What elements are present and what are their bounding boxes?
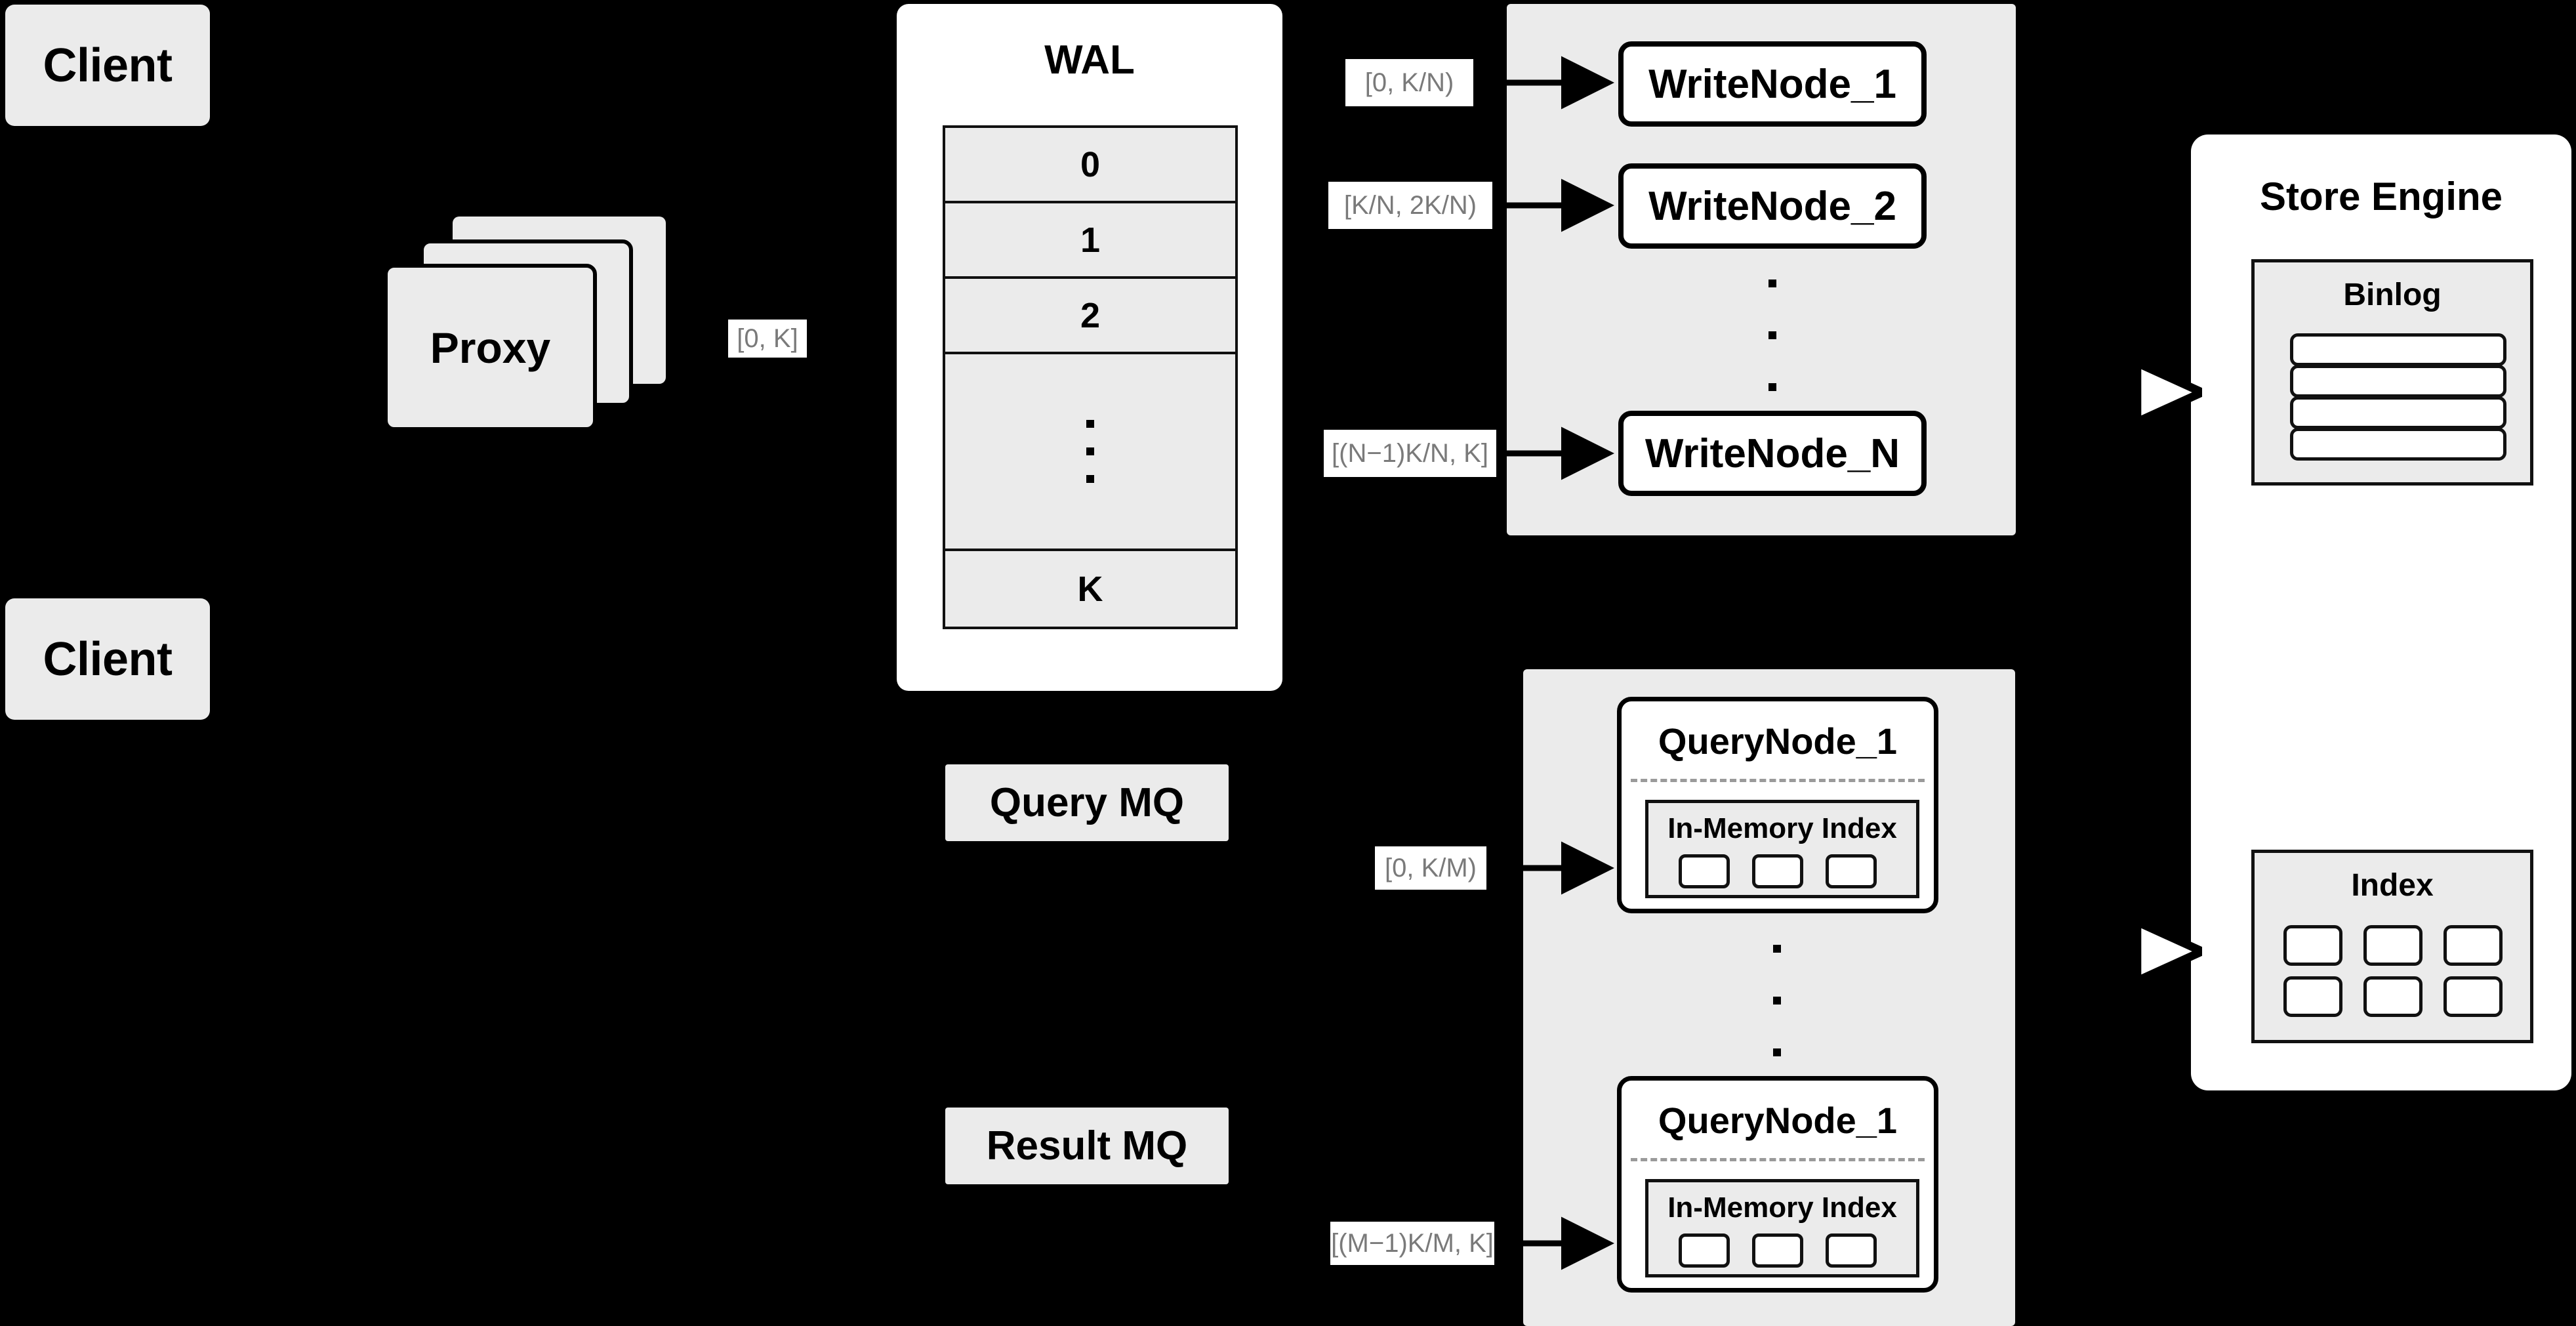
write-node-n[interactable]: WriteNode_N bbox=[1618, 411, 1927, 496]
index-cell bbox=[2363, 976, 2423, 1017]
query-mq-label: Query MQ bbox=[989, 780, 1185, 825]
index-cell bbox=[1752, 1233, 1803, 1268]
wal-row-label: 2 bbox=[1080, 295, 1101, 335]
range-label-write-n: [(N−1)K/N, K] bbox=[1324, 430, 1496, 477]
index-cell bbox=[2443, 976, 2503, 1017]
binlog-panel: Binlog bbox=[2251, 259, 2533, 486]
ellipsis-dot-icon bbox=[1773, 997, 1781, 1005]
write-node-cluster: WriteNode_1 WriteNode_2 WriteNode_N bbox=[1507, 4, 2016, 535]
in-memory-index-title: In-Memory Index bbox=[1667, 812, 1897, 844]
range-label-text: [0, K/M) bbox=[1384, 853, 1477, 882]
ellipsis-dot-icon bbox=[1086, 475, 1094, 483]
wal-panel: WAL 0 1 2 K bbox=[897, 4, 1282, 691]
index-cell bbox=[2443, 925, 2503, 966]
query-node-2[interactable]: QueryNode_1 In-Memory Index bbox=[1617, 1076, 1938, 1293]
in-memory-index-2: In-Memory Index bbox=[1645, 1179, 1919, 1277]
wal-row-label: K bbox=[1077, 569, 1103, 609]
wal-row: 0 bbox=[945, 128, 1235, 203]
index-cell bbox=[1752, 854, 1803, 888]
in-memory-index-1: In-Memory Index bbox=[1645, 800, 1919, 898]
write-node-label: WriteNode_N bbox=[1645, 430, 1900, 476]
index-cell bbox=[1826, 854, 1877, 888]
range-label-text: [0, K/N) bbox=[1364, 68, 1454, 97]
index-cell bbox=[1826, 1233, 1877, 1268]
binlog-row bbox=[2290, 396, 2506, 429]
query-node-separator bbox=[1631, 1158, 1925, 1161]
wal-row: K bbox=[945, 551, 1235, 627]
ellipsis-dot-icon bbox=[1768, 331, 1776, 339]
client-box-2[interactable]: Client bbox=[5, 598, 210, 720]
result-mq-box[interactable]: Result MQ bbox=[945, 1108, 1229, 1184]
query-node-separator bbox=[1631, 779, 1925, 782]
ellipsis-dot-icon bbox=[1773, 1048, 1781, 1056]
write-node-2[interactable]: WriteNode_2 bbox=[1618, 163, 1927, 249]
range-label-text: [(M−1)K/M, K] bbox=[1331, 1228, 1494, 1258]
range-label-query-1: [0, K/M) bbox=[1375, 846, 1486, 890]
write-node-label: WriteNode_1 bbox=[1648, 61, 1896, 107]
query-mq-box[interactable]: Query MQ bbox=[945, 764, 1229, 841]
ellipsis-dot-icon bbox=[1773, 945, 1781, 953]
write-node-label: WriteNode_2 bbox=[1648, 183, 1896, 229]
proxy-box[interactable]: Proxy bbox=[384, 264, 597, 431]
range-label-text: [(N−1)K/N, K] bbox=[1332, 438, 1488, 468]
ellipsis-dot-icon bbox=[1768, 280, 1776, 287]
proxy-label: Proxy bbox=[430, 323, 551, 372]
write-cluster-ellipsis bbox=[1749, 280, 1795, 391]
binlog-row bbox=[2290, 333, 2506, 366]
range-label-query-m: [(M−1)K/M, K] bbox=[1330, 1222, 1494, 1265]
index-panel: Index bbox=[2251, 850, 2533, 1043]
binlog-row bbox=[2290, 428, 2506, 461]
binlog-row bbox=[2290, 365, 2506, 398]
index-cell bbox=[2283, 976, 2342, 1017]
client-label: Client bbox=[43, 632, 173, 686]
ellipsis-dot-icon bbox=[1086, 447, 1094, 455]
wal-ellipsis-row bbox=[945, 354, 1235, 551]
index-cell bbox=[1679, 1233, 1730, 1268]
wal-row: 1 bbox=[945, 203, 1235, 279]
range-label-write-1: [0, K/N) bbox=[1345, 59, 1473, 106]
client-label: Client bbox=[43, 39, 173, 92]
index-cell bbox=[1679, 854, 1730, 888]
wal-table: 0 1 2 K bbox=[943, 125, 1238, 629]
index-title: Index bbox=[2351, 868, 2434, 903]
index-cell bbox=[2363, 925, 2423, 966]
query-node-title: QueryNode_1 bbox=[1658, 720, 1898, 762]
wal-title: WAL bbox=[1044, 37, 1135, 83]
result-mq-label: Result MQ bbox=[986, 1123, 1188, 1169]
index-cell bbox=[2283, 925, 2342, 966]
query-cluster-ellipsis bbox=[1754, 945, 1800, 1056]
wal-row-label: 1 bbox=[1080, 220, 1101, 260]
write-node-1[interactable]: WriteNode_1 bbox=[1618, 41, 1927, 127]
in-memory-index-title: In-Memory Index bbox=[1667, 1191, 1897, 1224]
ellipsis-dot-icon bbox=[1086, 420, 1094, 428]
store-engine-title: Store Engine bbox=[2259, 175, 2503, 218]
range-label-text: [K/N, 2K/N) bbox=[1343, 190, 1477, 220]
query-node-title: QueryNode_1 bbox=[1658, 1100, 1898, 1141]
binlog-title: Binlog bbox=[2343, 278, 2442, 312]
ellipsis-dot-icon bbox=[1768, 383, 1776, 391]
query-node-cluster: QueryNode_1 In-Memory Index QueryNode_1 … bbox=[1523, 669, 2015, 1326]
store-engine-panel: Store Engine Binlog Index bbox=[2191, 135, 2571, 1090]
range-label-text: [0, K] bbox=[737, 323, 798, 353]
client-box-1[interactable]: Client bbox=[5, 5, 210, 126]
range-label-proxy: [0, K] bbox=[728, 320, 807, 358]
wal-row: 2 bbox=[945, 279, 1235, 354]
query-node-1[interactable]: QueryNode_1 In-Memory Index bbox=[1617, 697, 1938, 913]
range-label-write-2: [K/N, 2K/N) bbox=[1328, 182, 1492, 229]
wal-row-label: 0 bbox=[1080, 144, 1101, 184]
